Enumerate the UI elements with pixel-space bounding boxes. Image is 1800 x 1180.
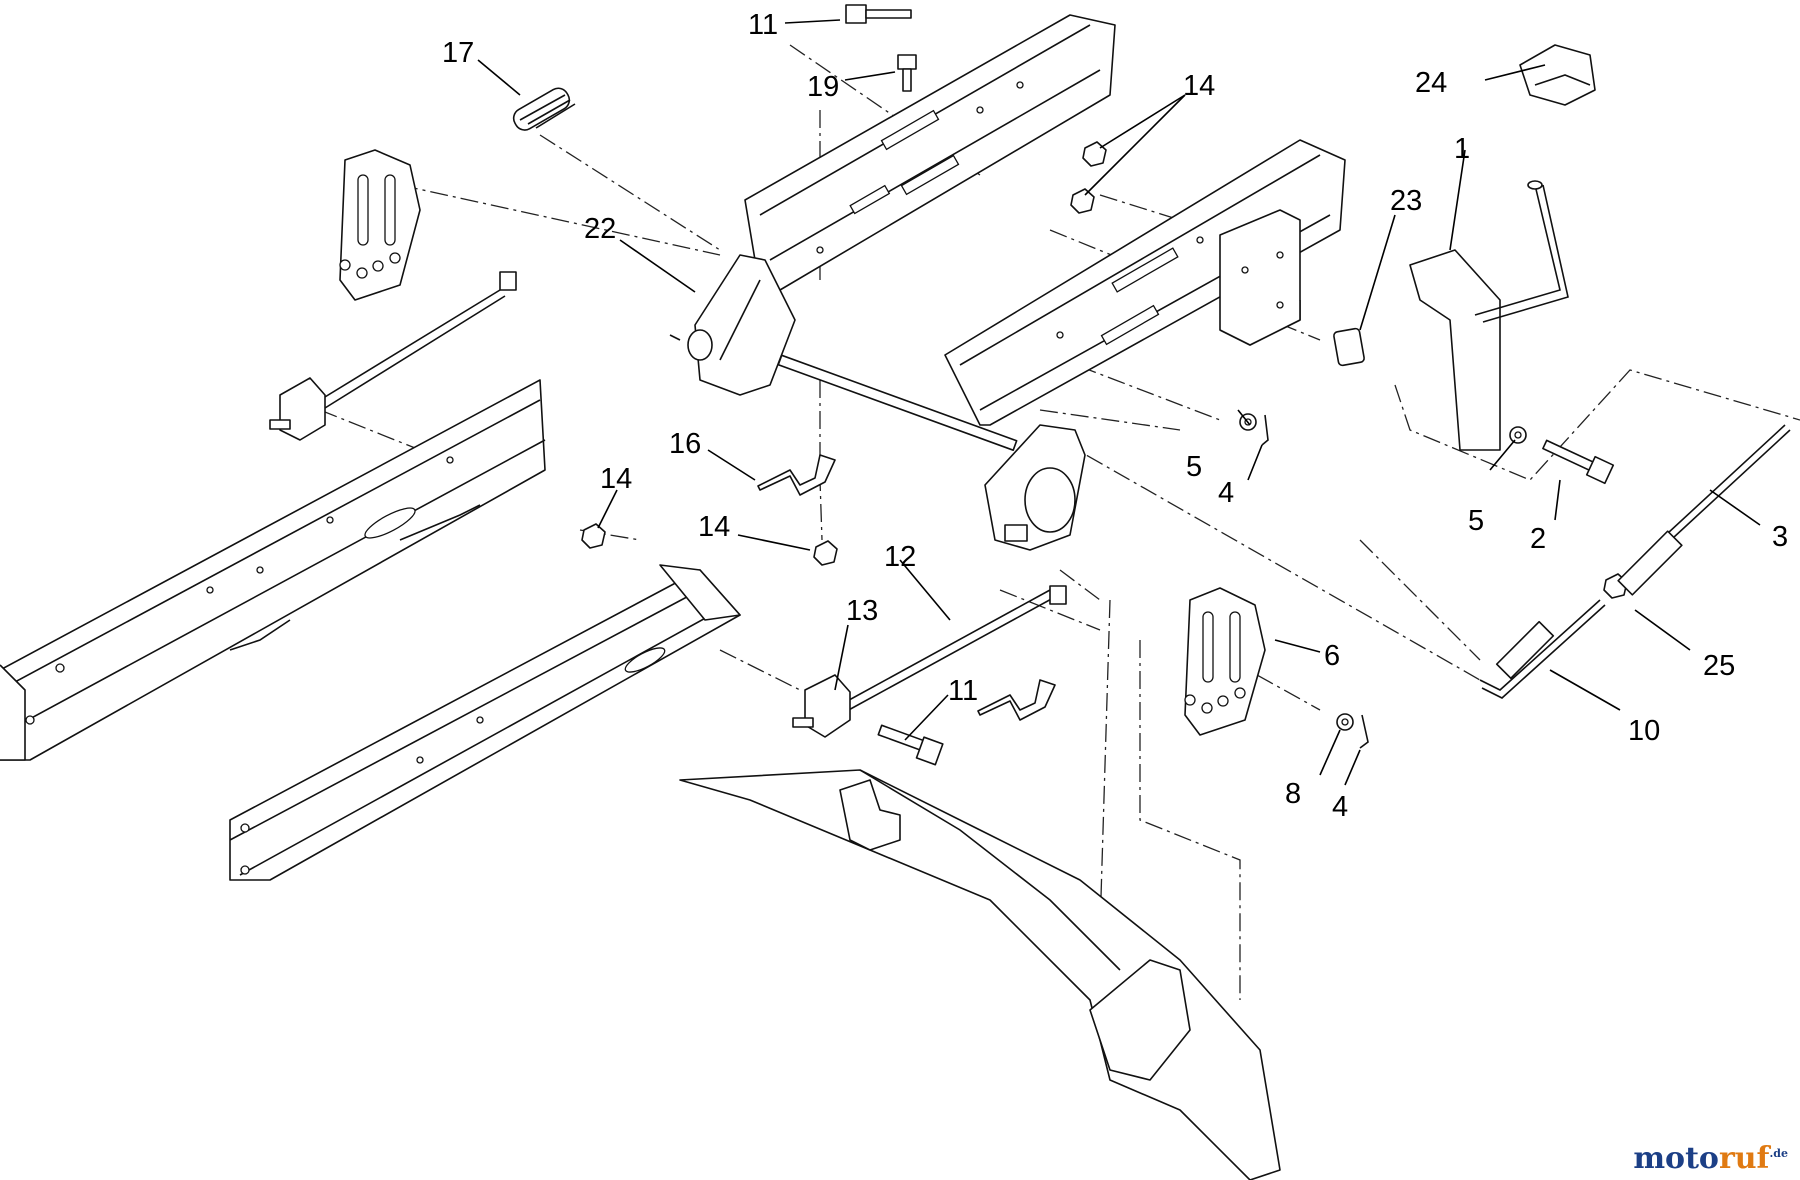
watermark-logo: motoruf.de — [1633, 1141, 1788, 1176]
callouts: 11 19 17 14 24 1 23 22 16 14 14 12 13 11… — [442, 9, 1788, 823]
callout-1: 1 — [1454, 133, 1470, 165]
mower-deck — [679, 769, 1281, 1180]
callout-5-top: 5 — [1186, 451, 1202, 483]
callout-14-left: 14 — [600, 463, 632, 495]
washers-clips — [1239, 413, 1527, 749]
knob — [1519, 44, 1596, 106]
callout-19: 19 — [807, 71, 839, 103]
lift-lever — [1409, 180, 1569, 451]
clamps — [757, 454, 1056, 721]
bolt-19 — [897, 54, 917, 92]
callout-5-right: 5 — [1468, 505, 1484, 537]
spring — [512, 87, 576, 131]
bolt-2 — [1542, 439, 1615, 485]
cross-shaft — [669, 254, 1086, 551]
height-adjust-plate-upper — [339, 149, 421, 301]
left-frame-rail — [0, 379, 546, 761]
callout-13: 13 — [846, 595, 878, 627]
watermark-part-2: ruf — [1718, 1141, 1770, 1176]
callout-10: 10 — [1628, 715, 1660, 747]
callout-11-bottom: 11 — [948, 675, 978, 707]
link-rod-lower — [792, 585, 1067, 738]
callout-22: 22 — [584, 213, 616, 245]
callout-6: 6 — [1324, 640, 1340, 672]
callout-17: 17 — [442, 37, 474, 69]
callout-25: 25 — [1703, 650, 1735, 682]
callout-4-bottom: 4 — [1332, 791, 1348, 823]
callout-14-mid: 14 — [698, 511, 730, 543]
callout-8: 8 — [1285, 778, 1301, 810]
lower-frame-rail — [229, 564, 741, 881]
upper-frame-rail — [744, 14, 1116, 291]
height-adjust-plate-lower — [1184, 587, 1266, 736]
rod-3 — [1617, 424, 1791, 596]
callout-24: 24 — [1415, 67, 1447, 99]
callout-3: 3 — [1772, 521, 1788, 553]
callout-2: 2 — [1530, 523, 1546, 555]
callout-4-top: 4 — [1218, 477, 1234, 509]
spacer-23 — [1333, 327, 1365, 367]
watermark-part-3: .de — [1769, 1147, 1788, 1160]
watermark-part-1: moto — [1633, 1141, 1719, 1176]
nuts — [581, 141, 1628, 599]
right-frame-rail — [944, 139, 1346, 426]
callout-23: 23 — [1390, 185, 1422, 217]
assembly-lines — [319, 44, 1800, 1000]
bolt-11-lower — [877, 724, 944, 766]
callout-12: 12 — [884, 541, 916, 573]
leader-lines — [477, 19, 1761, 786]
rod-10 — [1479, 599, 1606, 699]
link-rod-upper — [269, 271, 517, 441]
callout-16: 16 — [669, 428, 701, 460]
callout-11-top: 11 — [748, 9, 778, 41]
mount-bracket — [1219, 209, 1301, 346]
callout-14-top: 14 — [1183, 70, 1215, 102]
bolt-top — [845, 4, 912, 24]
